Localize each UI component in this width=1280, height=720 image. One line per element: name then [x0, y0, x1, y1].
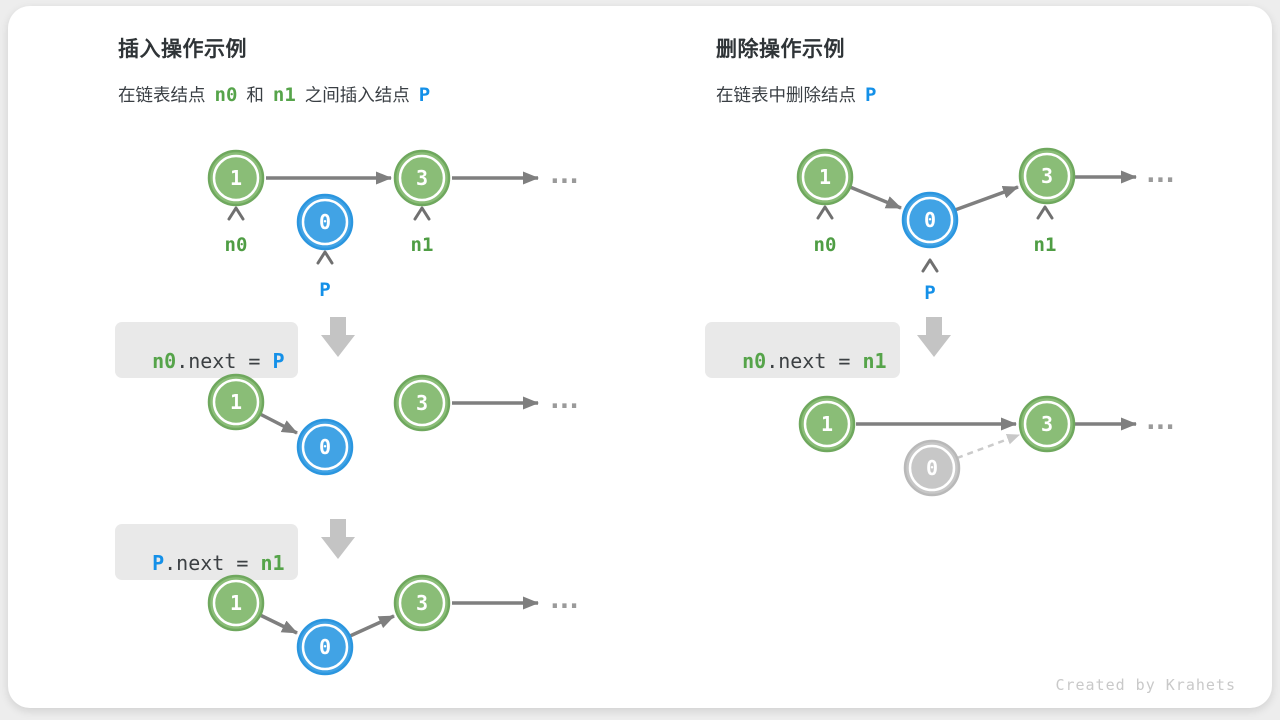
- token-p: P: [418, 84, 431, 106]
- node-3: 3: [393, 149, 451, 207]
- ellipsis: ...: [1143, 159, 1172, 189]
- code-chip-insert-step2: P.next = n1: [115, 524, 298, 580]
- caret-up-icon: [227, 206, 245, 221]
- insert-section-title: 插入操作示例: [118, 38, 247, 61]
- code-var: n0: [742, 349, 767, 373]
- node-value: 3: [1041, 164, 1053, 188]
- delete-step-result: ... 0 1 3: [798, 395, 1178, 497]
- pointer-label-n0: n0: [814, 234, 837, 256]
- node-value: 3: [416, 591, 428, 615]
- ellipsis: ...: [547, 385, 576, 415]
- node-value: 1: [230, 390, 242, 414]
- insert-step-2: ... 1 0 3: [207, 574, 582, 676]
- subtitle-text: 和: [246, 85, 264, 105]
- node-value: 3: [1041, 412, 1053, 436]
- arrow-n0-to-p: [849, 185, 902, 210]
- arrow-p-to-n1: [954, 185, 1019, 212]
- caret-up-icon: [1036, 205, 1054, 220]
- node-1: 1: [798, 395, 856, 453]
- down-arrow-icon: [321, 317, 355, 357]
- delete-section-subtitle: 在链表中删除结点 P: [716, 82, 876, 107]
- code-var: n1: [862, 349, 887, 373]
- arrow-p-to-n1: [349, 614, 395, 638]
- caret-up-icon: [921, 258, 939, 273]
- node-value: 3: [416, 391, 428, 415]
- node-value: 1: [230, 166, 242, 190]
- node-1: 1: [207, 373, 265, 431]
- subtitle-text: 在链表结点: [118, 85, 206, 105]
- node-1: 1: [207, 149, 265, 207]
- delete-section-title: 删除操作示例: [716, 38, 845, 61]
- delete-step-initial: ... 1 0 3 n0 n1 P: [796, 147, 1178, 304]
- arrow-n0-to-p: [259, 613, 298, 635]
- node-value: 0: [319, 210, 331, 234]
- node-3: 3: [1018, 147, 1076, 205]
- node-0-removed: 0: [903, 439, 961, 497]
- subtitle-text: 之间插入结点: [304, 85, 410, 105]
- arrow-n0-to-p: [259, 412, 298, 435]
- code-text: .next =: [176, 349, 273, 373]
- down-arrow-icon: [917, 317, 951, 357]
- caret-up-icon: [413, 206, 431, 221]
- pointer-label-p: P: [924, 282, 935, 304]
- insert-section-subtitle: 在链表结点 n0 和 n1 之间插入结点 P: [118, 82, 430, 107]
- node-value: 0: [926, 456, 938, 480]
- code-chip-delete-step1: n0.next = n1: [705, 322, 900, 378]
- pointer-label-p: P: [319, 279, 330, 301]
- node-value: 0: [924, 208, 936, 232]
- subtitle-text: 在链表中删除结点: [716, 85, 856, 105]
- caret-up-icon: [816, 205, 834, 220]
- code-var: n1: [260, 551, 285, 575]
- node-value: 1: [819, 165, 831, 189]
- insert-step-initial: ... 1 3 0 n0 n1 P: [207, 149, 582, 301]
- ellipsis: ...: [547, 160, 576, 190]
- credit-text: Created by Krahets: [1055, 676, 1236, 694]
- code-var: P: [272, 349, 285, 373]
- node-value: 1: [230, 591, 242, 615]
- pointer-label-n1: n1: [1034, 234, 1057, 256]
- node-value: 0: [319, 635, 331, 659]
- insert-step-1: ... 1 0 3: [207, 373, 582, 476]
- ellipsis: ...: [547, 585, 576, 615]
- code-text: .next =: [164, 551, 261, 575]
- token-p: P: [865, 84, 877, 106]
- node-0-p: 0: [296, 418, 354, 476]
- node-0-p: 0: [296, 193, 354, 251]
- code-var: n0: [152, 349, 177, 373]
- token-n0: n0: [214, 84, 238, 106]
- caret-up-icon: [316, 250, 334, 265]
- node-1: 1: [207, 574, 265, 632]
- node-value: 1: [821, 412, 833, 436]
- node-0-p: 0: [296, 618, 354, 676]
- token-n1: n1: [272, 84, 296, 106]
- node-value: 3: [416, 166, 428, 190]
- node-3: 3: [1018, 395, 1076, 453]
- code-text: .next =: [766, 349, 863, 373]
- pointer-label-n0: n0: [225, 234, 248, 256]
- ellipsis: ...: [1143, 406, 1172, 436]
- node-value: 0: [319, 435, 331, 459]
- pointer-label-n1: n1: [411, 234, 434, 256]
- arrow-removed-p-to-n1: [956, 433, 1020, 460]
- down-arrow-icon: [321, 519, 355, 559]
- node-0-p: 0: [901, 191, 959, 249]
- node-3: 3: [393, 374, 451, 432]
- code-chip-insert-step1: n0.next = P: [115, 322, 298, 378]
- node-3: 3: [393, 574, 451, 632]
- node-1: 1: [796, 148, 854, 206]
- code-var: P: [152, 551, 165, 575]
